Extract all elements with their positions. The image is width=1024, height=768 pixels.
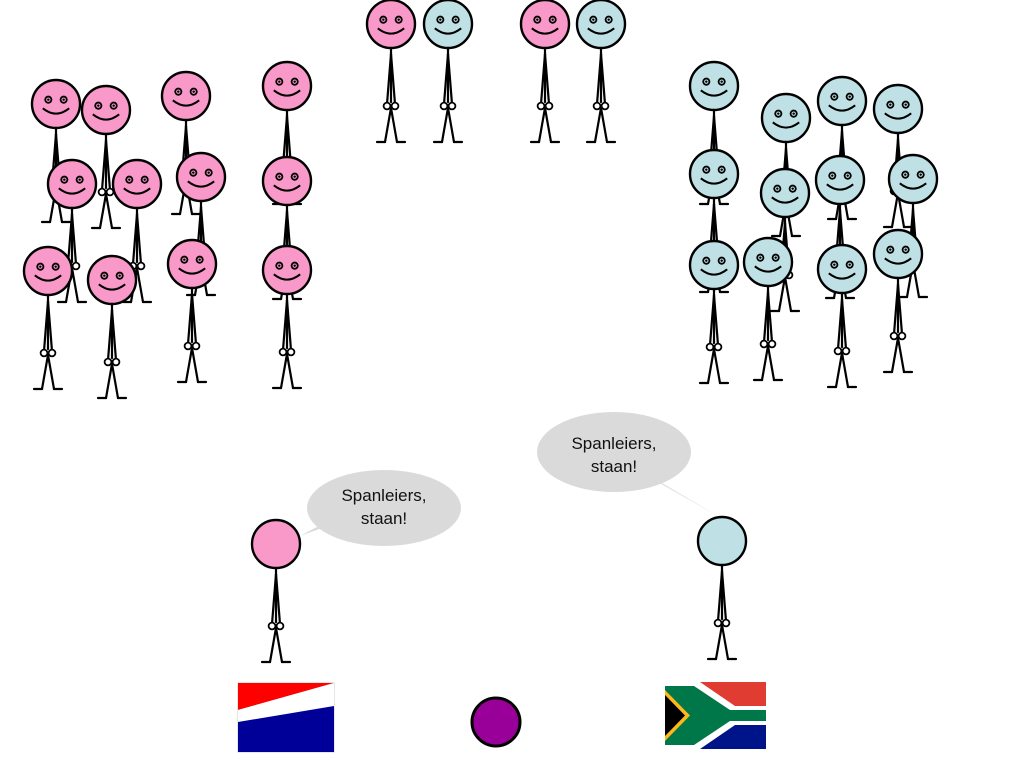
blue-captain-figure (696, 515, 748, 661)
speech-bubble-right (537, 412, 718, 516)
speech-right-line2: staan! (590, 457, 638, 476)
flag-red-white-blue-icon (237, 682, 335, 753)
top-row-figures (365, 0, 627, 144)
pink-crowd-figure (46, 158, 98, 304)
speech-bubble-left (300, 470, 461, 546)
pink-crowd-figure (22, 245, 74, 391)
pink-crowd-figure (86, 254, 138, 400)
blue-team-crowd (688, 60, 939, 389)
pink-crowd-figure (261, 244, 313, 390)
top-row-blue-figure (422, 0, 474, 144)
flag-south-africa-icon (665, 682, 766, 749)
blue-crowd-figure (742, 236, 794, 382)
speech-text-right: Spanleiers, staan! (544, 432, 684, 478)
speech-bubble-left-body (307, 470, 461, 546)
blue-crowd-figure (872, 228, 924, 374)
speech-text-left: Spanleiers, staan! (314, 484, 454, 530)
pink-team-crowd (22, 60, 313, 400)
blue-crowd-figure (816, 243, 868, 389)
blue-team-captain (696, 515, 748, 661)
top-row-pink-figure (519, 0, 571, 144)
pink-crowd-figure (166, 238, 218, 384)
top-row-blue-figure (575, 0, 627, 144)
speech-right-line1: Spanleiers, (571, 434, 657, 453)
pink-captain-figure (250, 518, 302, 664)
speech-bubble-right-body (537, 412, 691, 492)
speech-left-line2: staan! (360, 509, 408, 528)
speech-left-line1: Spanleiers, (341, 486, 427, 505)
pink-crowd-figure (80, 84, 132, 230)
purple-ball-icon (470, 696, 522, 748)
pink-team-captain (250, 518, 302, 664)
blue-crowd-figure (814, 154, 866, 300)
blue-crowd-figure (688, 239, 740, 385)
top-row-pink-figure (365, 0, 417, 144)
